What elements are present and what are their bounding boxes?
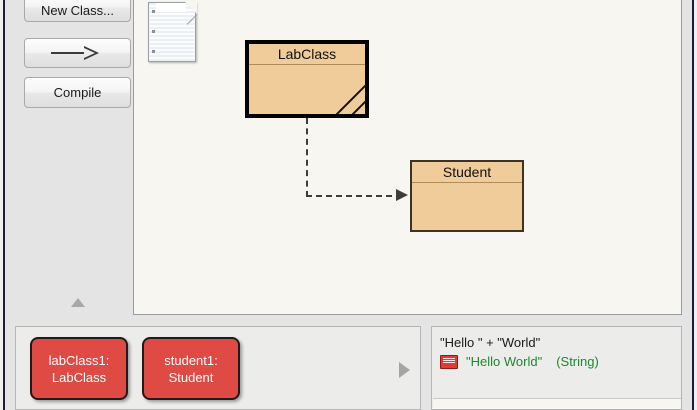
window-frame-left <box>3 0 5 410</box>
compile-button-label: Compile <box>53 85 102 100</box>
dependency-arrow-vertical-segment <box>306 118 308 197</box>
window-frame-right <box>692 0 694 410</box>
uncompiled-stripes-icon <box>335 84 365 114</box>
left-toolbar: New Class... Compile <box>5 0 131 318</box>
codepad-result-type: (String) <box>556 354 599 369</box>
result-object-icon[interactable] <box>440 354 458 369</box>
window-outer-edge-left <box>0 0 3 410</box>
window-outer-edge-right <box>694 0 697 410</box>
dependency-arrowhead-icon <box>396 189 408 201</box>
dependency-arrow-horizontal-segment <box>306 195 402 197</box>
codepad-input-field[interactable] <box>433 398 681 409</box>
object-instance-name: labClass1: <box>48 352 110 368</box>
readme-document-icon[interactable] <box>148 1 198 62</box>
codepad-result-row: "Hello World" (String) <box>440 354 599 369</box>
object-instance-type: Student <box>168 369 214 385</box>
dependency-arrow-button[interactable] <box>24 38 131 68</box>
scroll-right-triangle-icon[interactable] <box>399 362 410 378</box>
codepad-expression: "Hello " + "World" <box>440 335 541 350</box>
new-class-button[interactable]: New Class... <box>24 0 131 22</box>
class-diagram-panel[interactable] <box>133 0 682 315</box>
compile-button[interactable]: Compile <box>24 77 131 108</box>
object-instance-student1[interactable]: student1: Student <box>142 337 240 400</box>
object-instance-name: student1: <box>164 352 218 368</box>
class-box-labclass-title: LabClass <box>249 44 365 65</box>
dependency-arrow-icon <box>50 46 105 60</box>
class-box-student[interactable]: Student <box>410 160 524 232</box>
codepad-result-value: "Hello World" <box>466 354 543 369</box>
object-instance-labclass1[interactable]: labClass1: LabClass <box>30 337 128 400</box>
class-box-labclass[interactable]: LabClass <box>245 40 369 118</box>
object-bench[interactable]: labClass1: LabClass student1: Student <box>15 326 421 410</box>
new-class-button-label: New Class... <box>41 3 114 18</box>
class-box-student-title: Student <box>412 162 522 183</box>
codepad-panel[interactable]: "Hello " + "World" "Hello World" (String… <box>431 326 682 410</box>
up-triangle-icon[interactable] <box>71 298 85 307</box>
object-instance-type: LabClass <box>51 369 107 385</box>
